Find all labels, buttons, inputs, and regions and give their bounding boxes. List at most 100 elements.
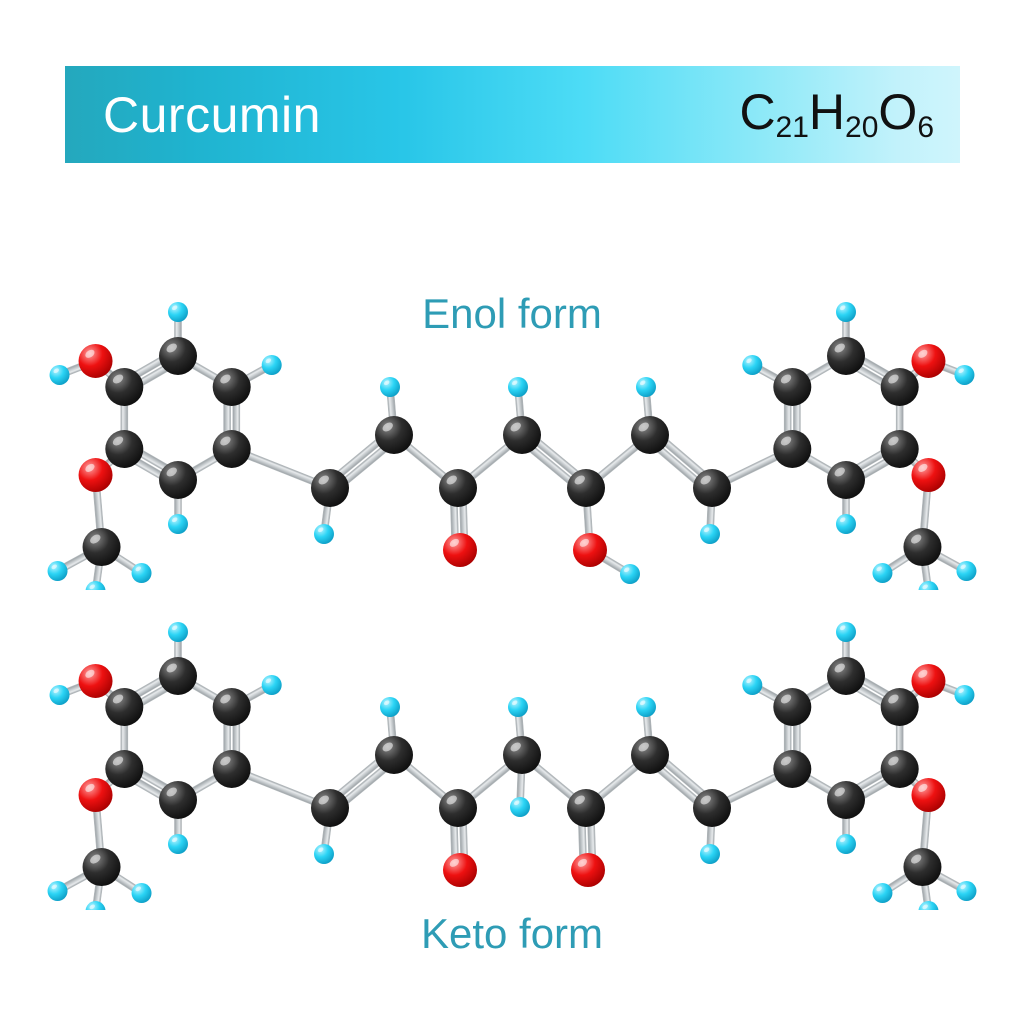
atom-specular-highlight xyxy=(220,436,231,446)
atom-c xyxy=(503,736,541,774)
atom-specular-highlight xyxy=(574,475,585,485)
atom-o xyxy=(78,458,113,493)
atom-c xyxy=(375,736,413,774)
atom-c xyxy=(105,750,144,788)
atom-specular-highlight xyxy=(574,795,585,805)
atom-specular-highlight xyxy=(382,742,393,752)
atom-c xyxy=(212,688,251,726)
atom-specular-highlight xyxy=(876,566,882,572)
atom-h xyxy=(261,675,282,695)
atom-specular-highlight xyxy=(746,358,752,364)
atom-h xyxy=(168,514,188,534)
atom-h xyxy=(85,901,106,910)
atom-o xyxy=(78,663,113,698)
atom-specular-highlight xyxy=(171,837,178,843)
atom-specular-highlight xyxy=(911,854,922,864)
atom-h xyxy=(131,883,152,904)
atom-c xyxy=(773,750,812,788)
atom-specular-highlight xyxy=(700,795,711,805)
atom-c xyxy=(503,416,541,454)
atom-specular-highlight xyxy=(171,517,178,523)
atom-c xyxy=(880,368,919,406)
atom-o xyxy=(443,853,477,887)
atom-specular-highlight xyxy=(510,422,521,432)
atom-h xyxy=(872,883,893,904)
atom-o xyxy=(911,663,946,698)
atom-specular-highlight xyxy=(918,783,928,792)
formula-hydrogen-symbol: H xyxy=(808,83,846,140)
atom-specular-highlight xyxy=(703,847,710,853)
atom-specular-highlight xyxy=(780,756,792,766)
atom-h xyxy=(636,377,656,397)
atom-specular-highlight xyxy=(166,467,177,477)
atom-specular-highlight xyxy=(888,694,899,704)
atom-o xyxy=(78,778,113,813)
atom-specular-highlight xyxy=(383,380,390,386)
atom-specular-highlight xyxy=(171,625,178,631)
atom-h xyxy=(742,675,763,695)
atom-specular-highlight xyxy=(89,584,95,590)
atom-specular-highlight xyxy=(839,517,846,523)
atom-specular-highlight xyxy=(51,884,57,890)
atom-specular-highlight xyxy=(918,349,928,358)
atom-c xyxy=(439,469,477,507)
atom-specular-highlight xyxy=(220,694,231,704)
atom-h xyxy=(168,302,188,322)
atom-specular-highlight xyxy=(918,669,928,678)
atom-specular-highlight xyxy=(918,463,928,472)
atom-specular-highlight xyxy=(446,795,457,805)
atom-specular-highlight xyxy=(638,422,649,432)
atom-specular-highlight xyxy=(449,538,460,547)
formula-hydrogen-count: 20 xyxy=(845,110,879,144)
atom-h xyxy=(636,697,656,717)
atom-specular-highlight xyxy=(265,358,272,364)
atom-specular-highlight xyxy=(623,567,630,573)
atom-h xyxy=(380,377,400,397)
keto-form-structure xyxy=(47,622,977,910)
atom-c xyxy=(212,368,251,406)
atom-specular-highlight xyxy=(112,374,124,384)
atom-c xyxy=(880,750,919,788)
atom-specular-highlight xyxy=(112,436,124,446)
atom-specular-highlight xyxy=(703,527,710,533)
header-bar: Curcumin C21H20O6 xyxy=(65,66,960,163)
atom-specular-highlight xyxy=(513,800,520,806)
atom-specular-highlight xyxy=(317,527,324,533)
atom-specular-highlight xyxy=(317,847,324,853)
atom-c xyxy=(159,337,197,375)
atom-specular-highlight xyxy=(446,475,457,485)
atom-specular-highlight xyxy=(834,343,845,353)
atom-c xyxy=(159,781,197,819)
atom-h xyxy=(620,564,640,584)
atom-c xyxy=(631,736,669,774)
atom-c xyxy=(82,528,121,567)
atom-specular-highlight xyxy=(318,475,329,485)
atom-h xyxy=(918,581,939,590)
atom-o xyxy=(911,458,946,493)
atom-c xyxy=(827,657,865,695)
atom-h xyxy=(954,364,975,385)
atom-o xyxy=(443,533,477,567)
atom-c xyxy=(773,688,812,726)
atom-h xyxy=(918,901,939,910)
atom-c xyxy=(903,528,942,567)
atom-h xyxy=(261,355,282,375)
atom-specular-highlight xyxy=(834,663,845,673)
atom-c xyxy=(631,416,669,454)
atom-specular-highlight xyxy=(780,436,792,446)
atom-h xyxy=(168,834,188,854)
atom-specular-highlight xyxy=(834,787,845,797)
atom-specular-highlight xyxy=(839,837,846,843)
atom-c xyxy=(82,848,121,887)
atom-h xyxy=(700,524,720,544)
atom-specular-highlight xyxy=(85,783,95,792)
atom-h xyxy=(836,302,856,322)
atom-specular-highlight xyxy=(780,374,792,384)
atom-c xyxy=(439,789,477,827)
atom-specular-highlight xyxy=(888,436,899,446)
atom-c xyxy=(311,789,349,827)
atom-specular-highlight xyxy=(579,538,590,547)
atom-specular-highlight xyxy=(135,886,141,892)
atom-h xyxy=(168,622,188,642)
atom-h xyxy=(508,697,528,717)
